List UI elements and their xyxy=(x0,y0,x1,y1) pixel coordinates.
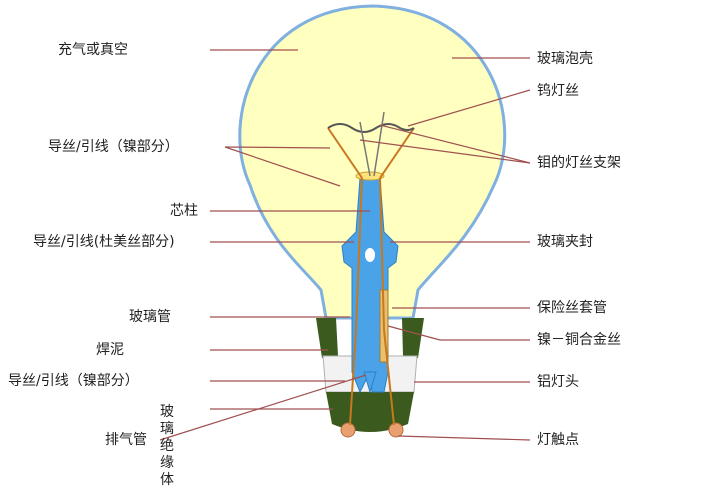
label-lead-wire-nickel-top: 导丝/引线（镍部分） xyxy=(48,139,179,155)
leader-lines xyxy=(159,49,531,441)
label-stem: 芯柱 xyxy=(170,203,198,219)
contact-right xyxy=(388,422,404,438)
exhaust-tip xyxy=(363,371,377,394)
label-aluminum-cap: 铝灯头 xyxy=(537,374,579,390)
label-fill-gas: 充气或真空 xyxy=(58,42,128,58)
label-nickel-copper-wire: 镍－铜合金丝 xyxy=(537,332,621,348)
solder-ring-right xyxy=(402,318,424,358)
lead-wires xyxy=(327,127,415,426)
solder-ring-left xyxy=(316,318,338,358)
tungsten-filament-shape xyxy=(327,123,415,133)
label-glass-tube: 玻璃管 xyxy=(129,309,171,325)
label-glass-bulb: 玻璃泡壳 xyxy=(537,51,593,67)
label-fuse-sleeve: 保险丝套管 xyxy=(537,300,607,316)
label-contact-point: 灯触点 xyxy=(537,432,579,448)
label-glass-insulator: 玻璃绝缘体 xyxy=(160,404,174,488)
glass-bulb-shape xyxy=(238,4,507,320)
label-glass-seal: 玻璃夹封 xyxy=(537,234,593,250)
label-lead-wire-nickel-bottom: 导丝/引线（镍部分） xyxy=(8,373,139,389)
light-bulb-diagram xyxy=(159,4,531,441)
label-solder-mud: 焊泥 xyxy=(96,342,124,358)
label-molybdenum-support: 钼的灯丝支架 xyxy=(537,155,621,171)
label-lead-wire-dumet: 导丝/引线(杜美丝部分) xyxy=(33,234,175,250)
label-tungsten-filament: 钨灯丝 xyxy=(537,83,579,99)
contact-left xyxy=(340,422,356,438)
molybdenum-supports xyxy=(359,111,385,177)
label-exhaust-tube: 排气管 xyxy=(105,432,147,448)
exhaust-hole xyxy=(365,248,375,262)
